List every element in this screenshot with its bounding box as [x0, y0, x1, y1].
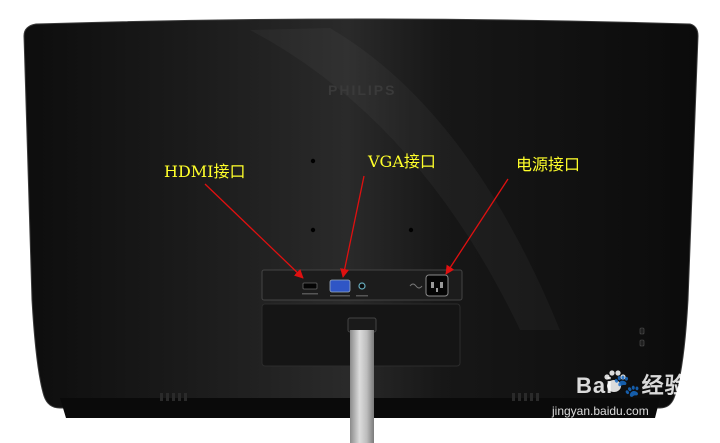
audio-jack	[358, 282, 366, 290]
vent-right	[512, 393, 539, 401]
hdmi-port	[302, 282, 318, 290]
watermark-url-text: jingyan.baidu.com	[552, 404, 649, 418]
stand-neck	[350, 330, 374, 443]
arrow-hdmi	[204, 183, 304, 279]
screw-hole	[310, 158, 316, 164]
screw-hole	[310, 227, 316, 233]
side-button	[639, 339, 645, 347]
vent-left	[160, 393, 187, 401]
port-label-mark	[302, 293, 318, 295]
screw-hole	[408, 158, 414, 164]
vga-port-label: VGA接口	[368, 152, 436, 171]
brand-logo: PHILIPS	[328, 82, 397, 98]
watermark-main-text: Bai🐾经验	[576, 373, 688, 398]
arrow-power	[445, 178, 509, 275]
power-inlet	[425, 274, 449, 297]
vga-port	[329, 279, 351, 293]
baidu-jingyan-watermark: Bai🐾经验 jingyan.baidu.com	[548, 366, 698, 436]
ac-symbol	[409, 283, 423, 289]
port-label-mark	[330, 295, 350, 297]
side-button	[639, 327, 645, 335]
port-label-mark	[356, 295, 368, 297]
paw-icon	[604, 370, 626, 392]
stand-neck-collar	[347, 317, 377, 333]
monitor-shell	[23, 18, 699, 409]
arrow-vga	[340, 175, 365, 278]
screw-hole	[408, 227, 414, 233]
hdmi-port-label: HDMI接口	[164, 162, 246, 181]
power-port-label: 电源接口	[516, 155, 581, 174]
